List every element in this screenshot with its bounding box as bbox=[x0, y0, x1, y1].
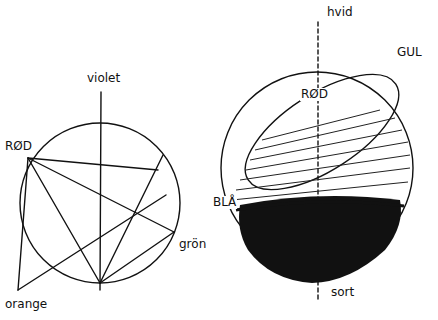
pole-label: sort bbox=[330, 286, 355, 299]
shading-hatch bbox=[232, 110, 410, 200]
dark-region bbox=[239, 196, 401, 283]
chord-line bbox=[18, 195, 166, 290]
color-label: violet bbox=[86, 72, 121, 85]
chord-line bbox=[100, 155, 163, 283]
color-label: orange bbox=[4, 298, 48, 311]
color-label: GUL bbox=[396, 46, 423, 59]
chord-line bbox=[28, 158, 174, 232]
axis-line bbox=[100, 92, 101, 290]
shading-stroke bbox=[236, 202, 404, 210]
hue-ellipse bbox=[228, 52, 417, 212]
chord-line bbox=[100, 232, 174, 283]
color-label: grön bbox=[178, 238, 207, 251]
color-label: RØD bbox=[4, 140, 33, 153]
color-label: BLÅ bbox=[212, 196, 237, 209]
chord-line bbox=[18, 158, 28, 290]
chord-line bbox=[28, 158, 158, 170]
color-label: RØD bbox=[300, 88, 329, 101]
pole-label: hvid bbox=[326, 6, 354, 19]
